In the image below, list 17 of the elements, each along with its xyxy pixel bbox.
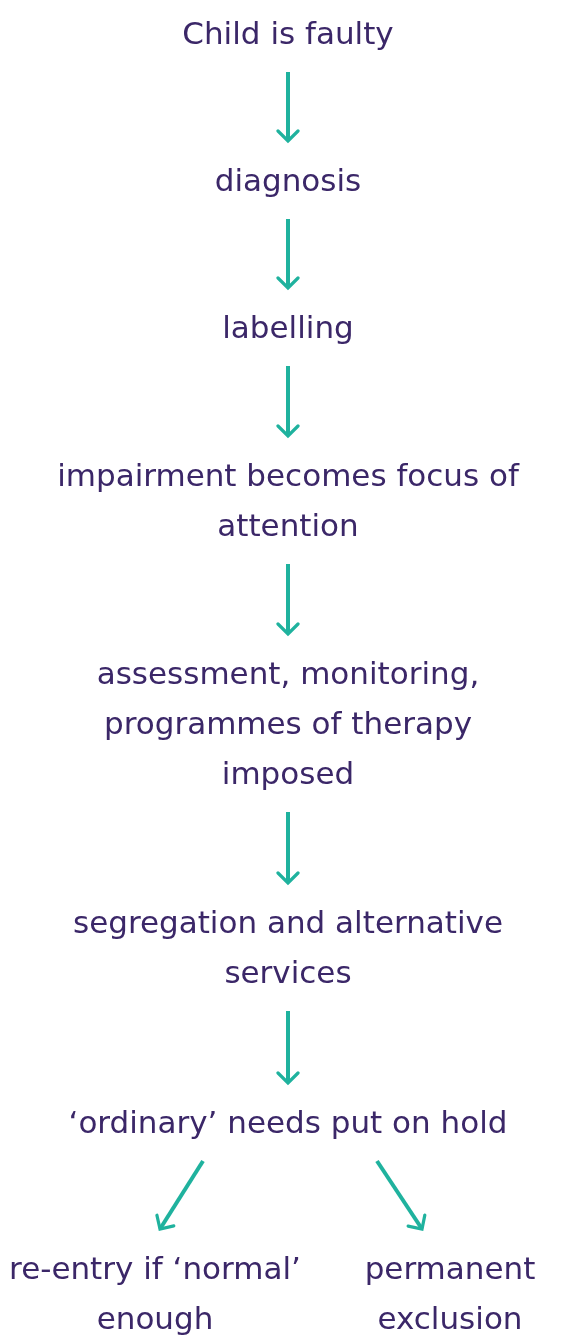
step-text: labelling bbox=[222, 308, 354, 347]
step-text: assessment, monitoring, programmes of therapy imposed bbox=[95, 654, 481, 793]
arrow bbox=[155, 1159, 205, 1231]
step-text: impairment becomes focus of attention bbox=[56, 456, 521, 545]
step-text: Child is faulty bbox=[182, 14, 394, 53]
arrow bbox=[276, 219, 300, 290]
step-text: ‘ordinary’ needs put on hold bbox=[68, 1103, 508, 1142]
step-text: re-entry if ‘normal’ enough bbox=[8, 1249, 302, 1338]
arrow bbox=[375, 1159, 427, 1231]
arrow bbox=[276, 812, 300, 885]
step-text: diagnosis bbox=[214, 161, 362, 200]
arrow bbox=[276, 1011, 300, 1085]
step-text: segregation and alternative services bbox=[72, 903, 504, 992]
arrow bbox=[276, 72, 300, 143]
arrow bbox=[276, 564, 300, 636]
step-text: permanent exclusion bbox=[363, 1249, 537, 1338]
arrow bbox=[276, 366, 300, 438]
